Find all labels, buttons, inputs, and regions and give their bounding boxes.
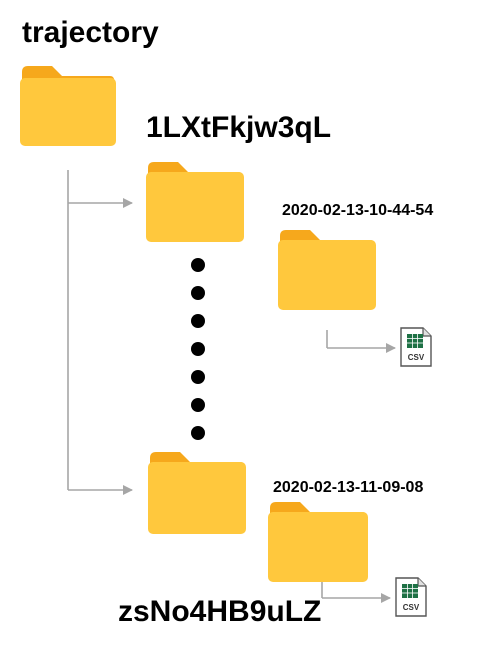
- root-folder-label: trajectory: [22, 16, 159, 49]
- csv-icon-text: CSV: [408, 353, 425, 362]
- ellipsis-dot: [191, 258, 205, 272]
- ellipsis-dot: [191, 426, 205, 440]
- timestamp-folder-label: 2020-02-13-10-44-54: [282, 202, 434, 219]
- csv-file-icon: CSV: [395, 577, 427, 617]
- folder-icon: [268, 502, 368, 582]
- folder-icon: [148, 452, 246, 534]
- folder-icon: [20, 66, 116, 146]
- ellipsis-dot: [191, 286, 205, 300]
- ellipsis-dot: [191, 314, 205, 328]
- folder-icon: [278, 230, 376, 310]
- session-folder-label: zsNo4HB9uLZ: [118, 595, 322, 628]
- session-folder-label: 1LXtFkjw3qL: [146, 111, 332, 144]
- ellipsis-dot: [191, 398, 205, 412]
- ellipsis-dot: [191, 342, 205, 356]
- folder-icon: [146, 162, 244, 242]
- ellipsis-dot: [191, 370, 205, 384]
- csv-file-icon: CSV: [400, 327, 432, 367]
- csv-icon-text: CSV: [403, 603, 420, 612]
- timestamp-folder-label: 2020-02-13-11-09-08: [273, 479, 424, 496]
